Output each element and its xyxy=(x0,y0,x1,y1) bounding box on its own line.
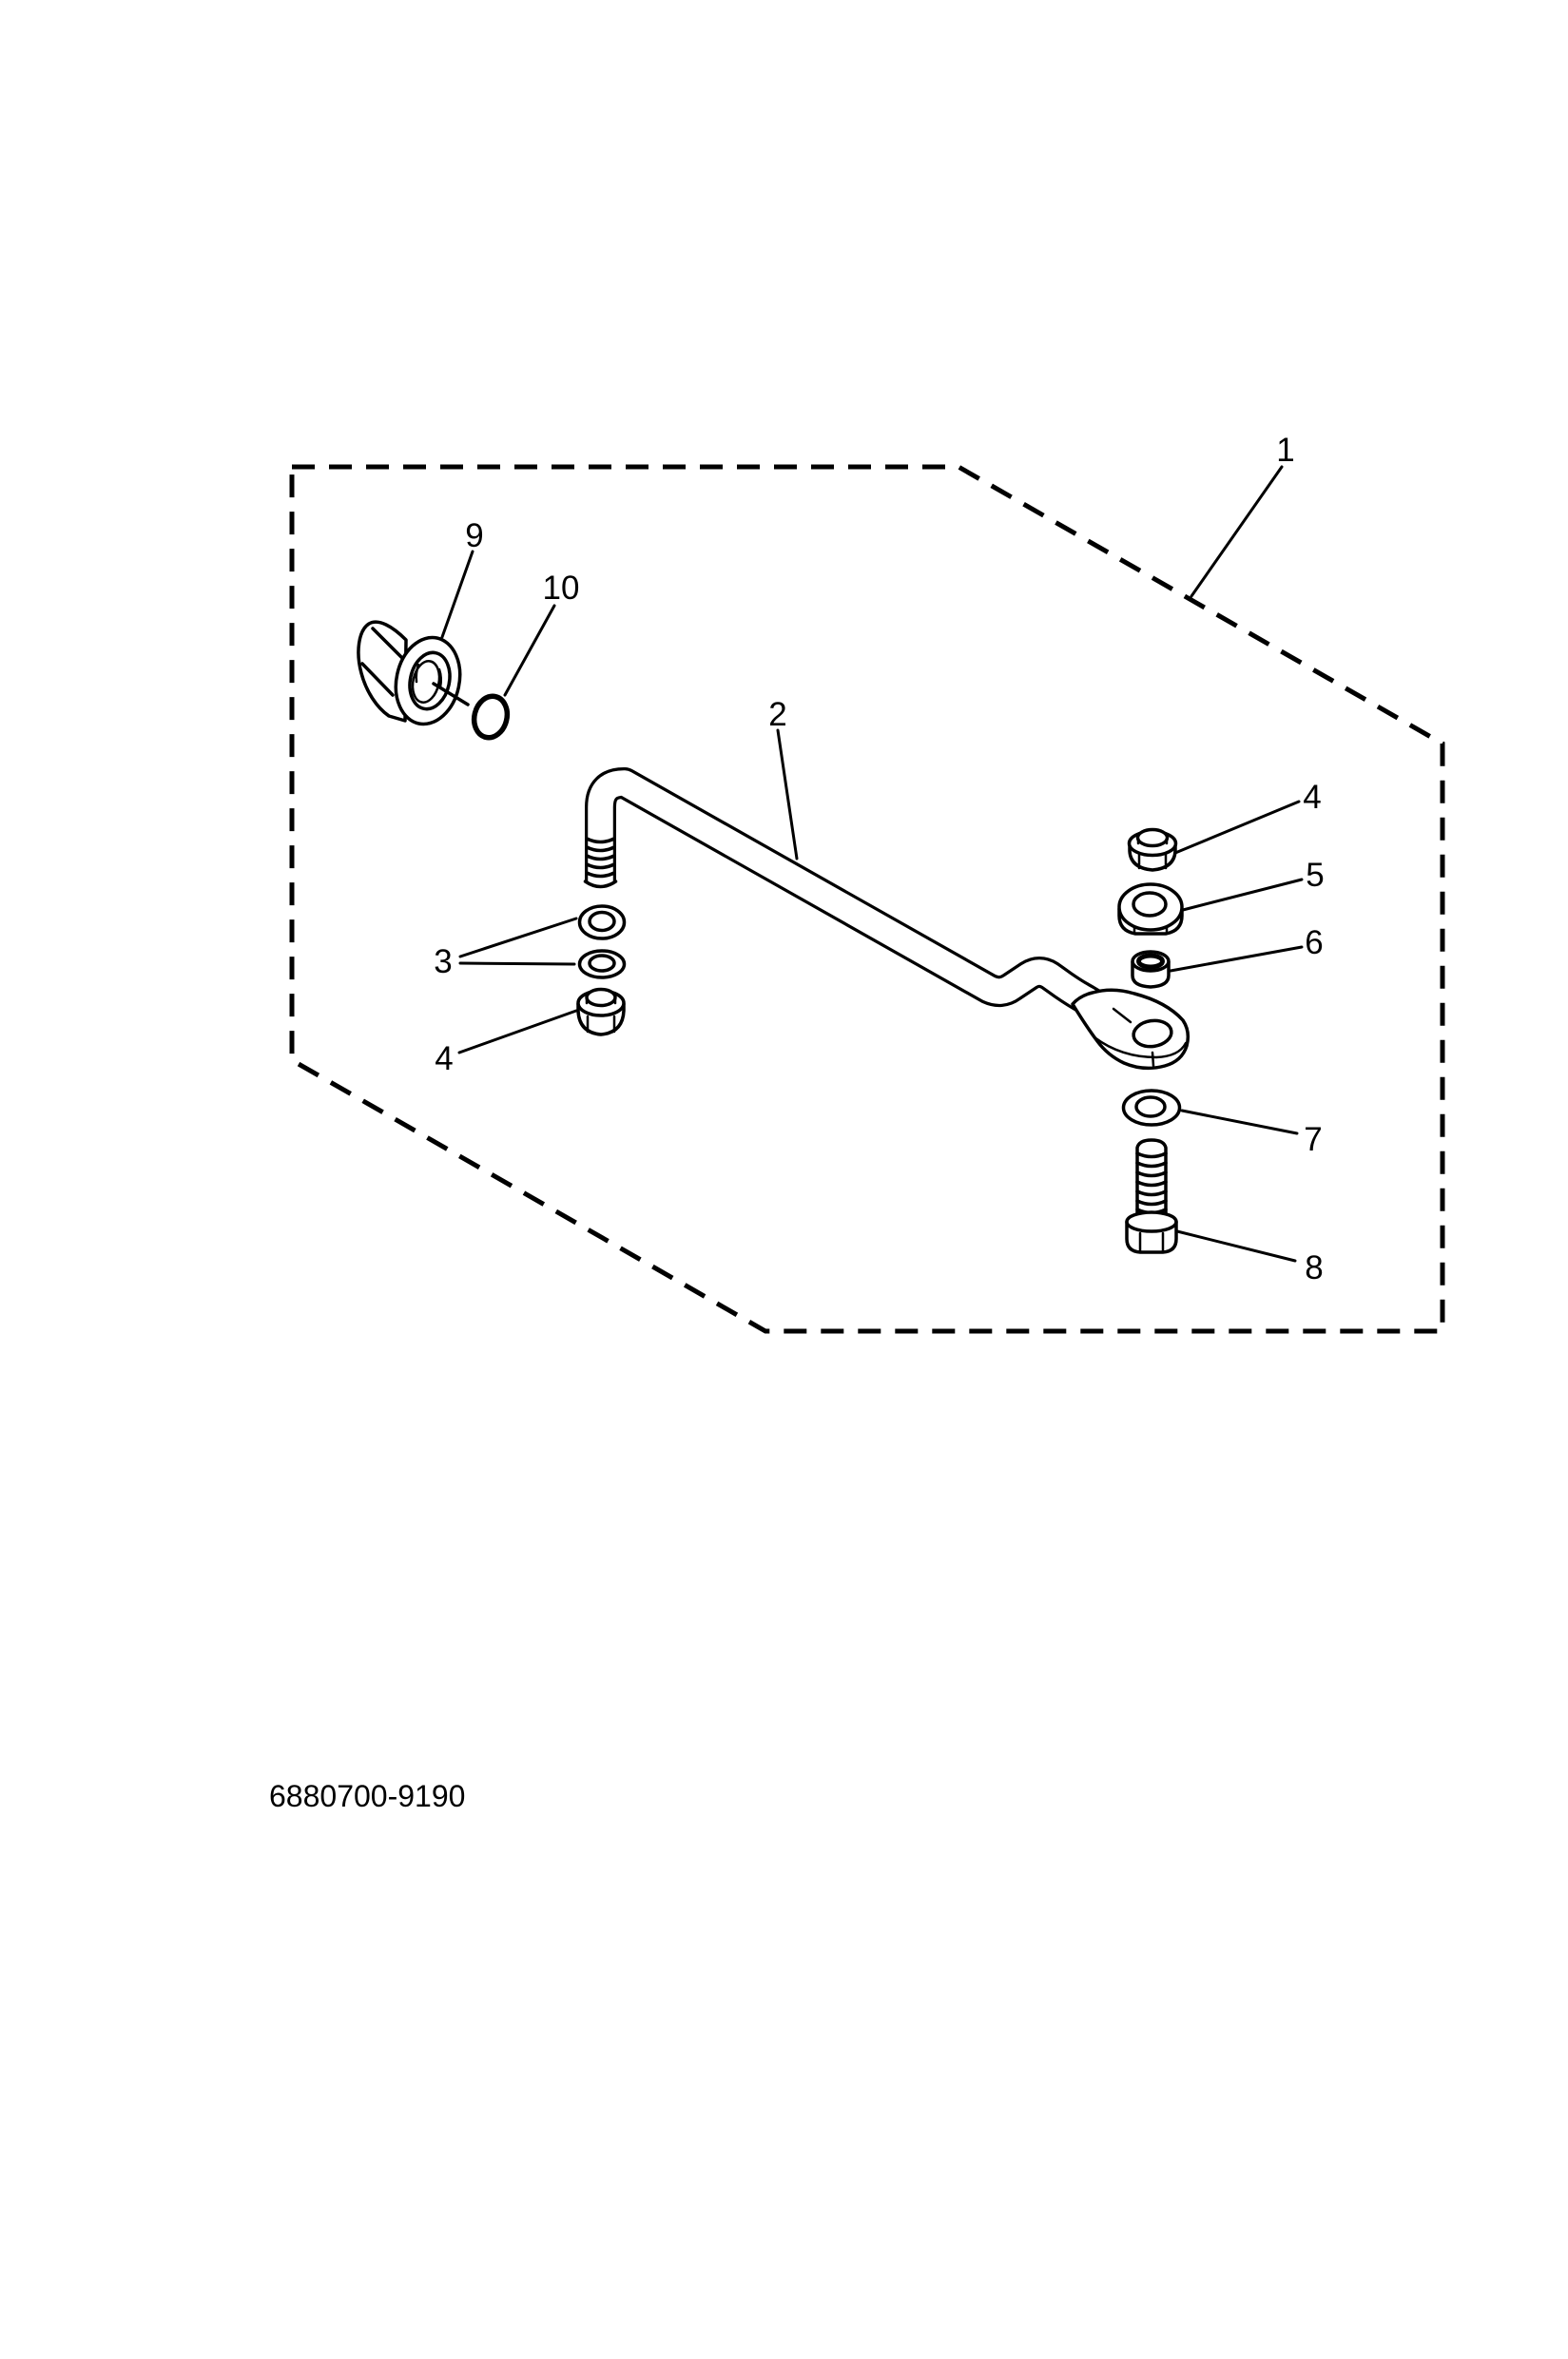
callout-label-5: 5 xyxy=(1306,857,1324,894)
callout-leader-8 xyxy=(1175,1229,1297,1263)
flat-washer-small-lower xyxy=(577,949,627,979)
callout-label-2: 2 xyxy=(768,696,786,733)
callout-label-3: 3 xyxy=(434,943,452,980)
part-number: 6880700-9190 xyxy=(269,1779,465,1813)
callout-leader-4-right xyxy=(1173,800,1301,855)
flat-washer-small-upper xyxy=(577,904,627,940)
callout-label-4-right: 4 xyxy=(1303,779,1321,816)
o-ring xyxy=(471,693,511,741)
callout-leader-3 xyxy=(458,917,578,958)
link-rod-eye xyxy=(1071,988,1191,1071)
callout-leader-3 xyxy=(458,961,576,966)
callout-label-4-left: 4 xyxy=(435,1040,453,1077)
callout-leader-2 xyxy=(776,728,799,860)
callout-label-7: 7 xyxy=(1304,1121,1322,1158)
flat-washer-large xyxy=(1121,1089,1182,1127)
callout-leader-7 xyxy=(1180,1109,1299,1135)
link-rod xyxy=(583,767,1191,1071)
callout-leader-10 xyxy=(503,604,556,697)
flange-nut-left xyxy=(576,987,626,1036)
callout-label-9: 9 xyxy=(465,517,483,554)
hex-bolt xyxy=(1125,1138,1178,1254)
callout-leader-4-left xyxy=(457,1009,578,1054)
bushing xyxy=(1131,950,1171,989)
callout-label-10: 10 xyxy=(543,570,580,607)
callout-label-6: 6 xyxy=(1305,924,1323,961)
callout-leader-5 xyxy=(1181,878,1304,912)
callout-label-1: 1 xyxy=(1276,432,1294,469)
callout-leader-1 xyxy=(1190,465,1284,598)
link-rod-threads xyxy=(583,837,618,889)
thick-washer xyxy=(1117,882,1184,936)
callout-leader-6 xyxy=(1169,945,1304,973)
flange-nut-right xyxy=(1127,827,1178,872)
flanged-cap-nut xyxy=(357,620,470,726)
kit-boundary-outline xyxy=(289,464,1445,1334)
callout-leader-9 xyxy=(440,550,474,639)
callout-label-8: 8 xyxy=(1305,1249,1323,1286)
